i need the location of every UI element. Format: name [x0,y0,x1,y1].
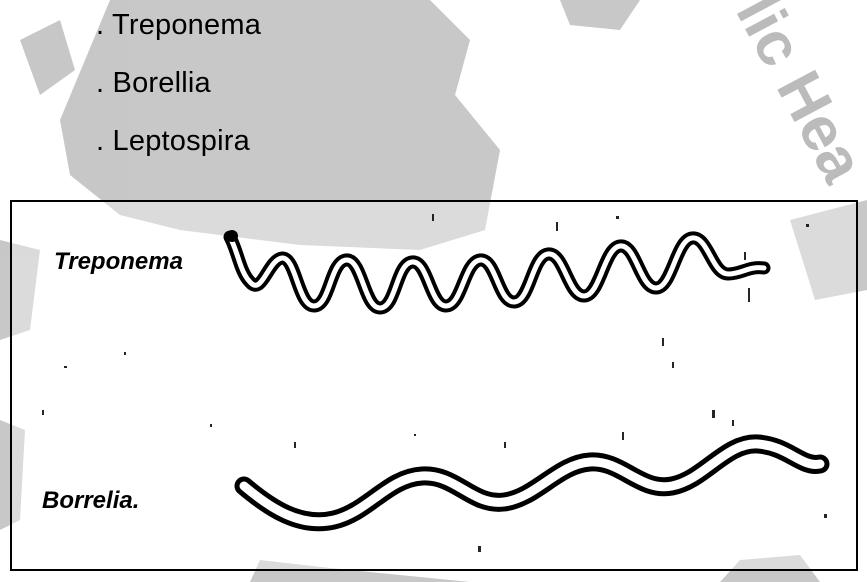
list-item-label: Leptospira [112,125,250,157]
bullet-dot: . [96,67,105,99]
bullet-dot: . [96,9,105,41]
borrelia-organism [234,434,830,532]
scan-specks [42,214,827,552]
list-item-label: Borellia [112,67,211,99]
treponema-head [226,230,238,242]
svg-text:lic Hea: lic Hea [723,0,867,194]
list-item-label: Treponema [112,9,262,41]
bullet-dot: . [96,125,105,157]
list-item-treponema: . Treponema [96,9,261,42]
spirochete-figure: Treponema Borrelia. [10,200,858,571]
spirochete-illustration: Treponema Borrelia. [42,214,830,552]
list-item-borellia: . Borellia [96,67,211,100]
list-item-leptospira: . Leptospira [96,125,250,158]
borrelia-label: Borrelia. [42,487,139,514]
treponema-label: Treponema [54,248,183,275]
treponema-organism [223,230,771,315]
